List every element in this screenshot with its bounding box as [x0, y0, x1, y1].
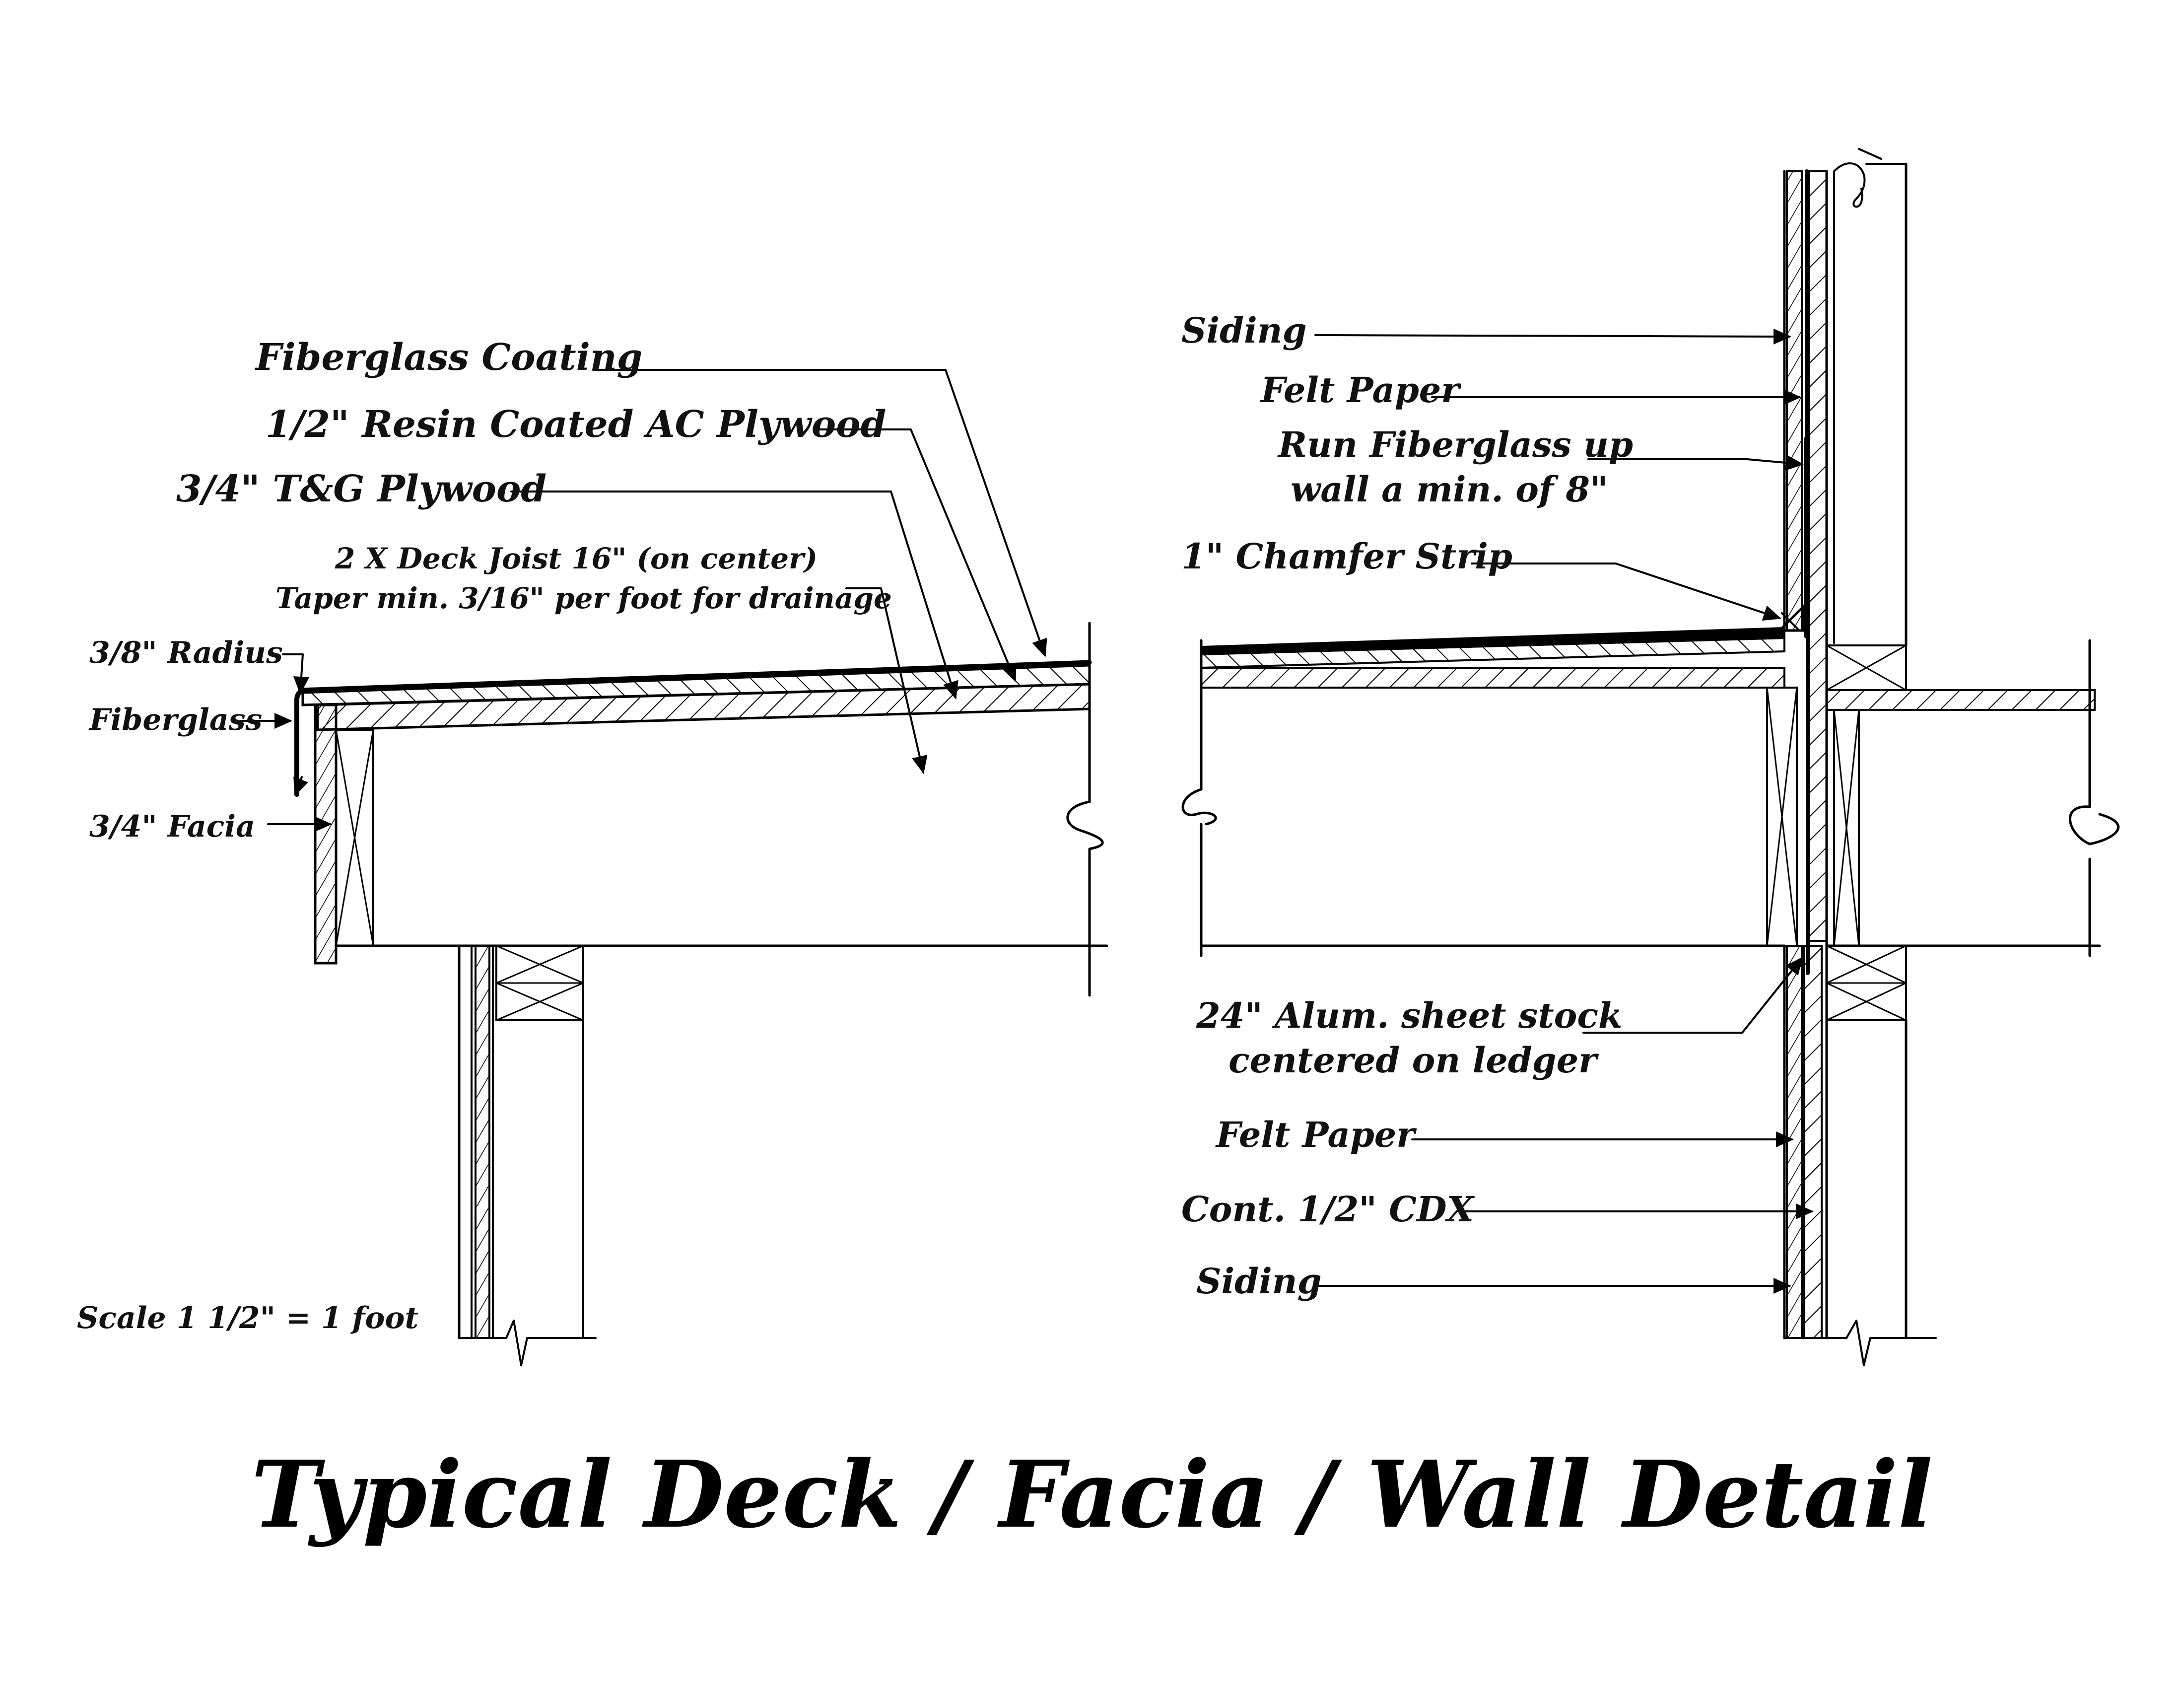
label-siding-bottom: Siding — [1196, 1261, 1322, 1302]
label-alum-sheet-1: 24" Alum. sheet stock — [1196, 995, 1623, 1036]
right-tg-plywood — [1200, 667, 1785, 689]
label-fiberglass-coating: Fiberglass Coating — [255, 336, 642, 379]
label-resin-plywood: 1/2" Resin Coated AC Plywood — [266, 403, 886, 446]
label-taper: Taper min. 3/16" per foot for drainage — [275, 581, 892, 615]
left-labels: Fiberglass Coating 1/2" Resin Coated AC … — [77, 336, 892, 1336]
left-leaders — [240, 369, 1047, 832]
label-cdx: Cont. 1/2" CDX — [1181, 1189, 1475, 1230]
label-radius: 3/8" Radius — [89, 635, 283, 670]
label-siding-top: Siding — [1181, 310, 1307, 351]
label-deck-joist: 2 X Deck Joist 16" (on center) — [335, 542, 818, 575]
ledger-board — [1766, 687, 1798, 947]
scale-note: Scale 1 1/2" = 1 foot — [77, 1301, 418, 1336]
label-facia: 3/4" Facia — [89, 809, 255, 844]
right-labels: Siding Felt Paper Run Fiberglass up wall… — [1181, 310, 1633, 1302]
label-chamfer-strip: 1" Chamfer Strip — [1181, 536, 1512, 577]
upper-sheathing — [1808, 170, 1828, 942]
left-lower-wall — [458, 944, 597, 1366]
label-felt-paper-bottom: Felt Paper — [1215, 1114, 1417, 1155]
fiberglass-coating-line — [298, 660, 1092, 693]
drawing-title: Typical Deck / Facia / Wall Detail — [251, 1440, 1933, 1548]
label-run-fiberglass-1: Run Fiberglass up — [1277, 424, 1633, 465]
right-lower-wall — [1783, 939, 1937, 1366]
facia-board — [314, 703, 338, 965]
label-run-fiberglass-2: wall a min. of 8" — [1291, 469, 1608, 510]
label-tg-plywood: 3/4" T&G Plywood — [176, 468, 546, 510]
label-felt-paper-top: Felt Paper — [1260, 369, 1462, 411]
right-deck-wall-section — [1181, 148, 2119, 1366]
lower-cdx-sheathing — [1803, 945, 1823, 1339]
label-fiberglass: Fiberglass — [88, 703, 262, 737]
right-leaders — [1314, 328, 1814, 1294]
floor-deck-right — [1826, 689, 2096, 711]
label-alum-sheet-2: centered on ledger — [1228, 1040, 1599, 1081]
left-deck-section — [240, 369, 1108, 1366]
